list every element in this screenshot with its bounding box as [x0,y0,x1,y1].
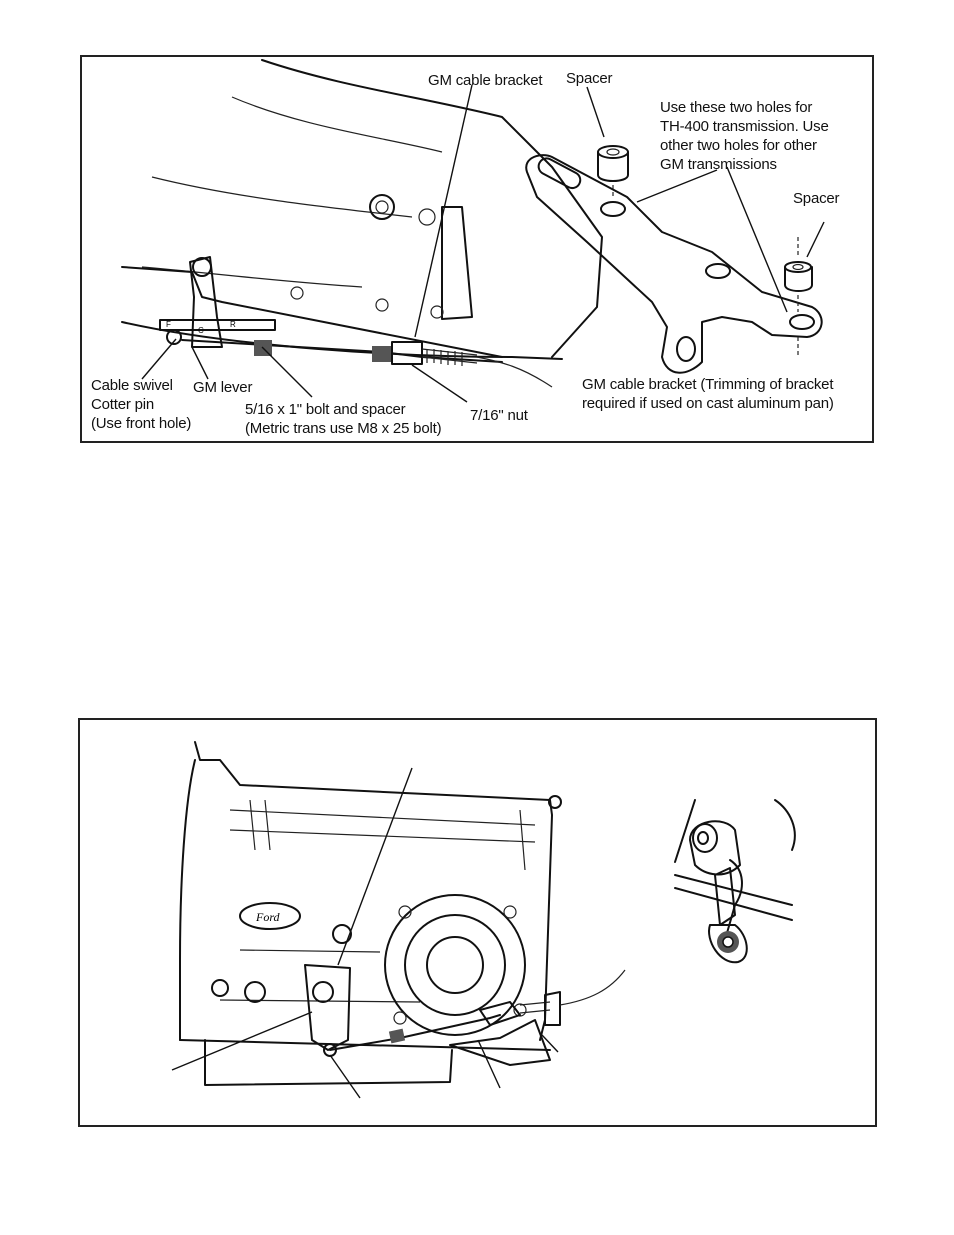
spacer-top-bore [606,148,620,156]
cable-end [559,969,626,1006]
label-gm-cable-bracket: GM cable bracket [428,72,543,89]
callout-top [337,767,413,966]
label-bolt-spacer: 5/16 x 1" bolt and spacer (Metric trans … [245,401,442,437]
callout-right [541,1034,559,1053]
ford-emblem-text: Ford [255,910,281,924]
cable-swivel [166,329,182,345]
spacer-top-rim [597,145,629,159]
bracket-hole-2 [705,263,731,279]
callout-holes-left [636,169,718,203]
housing-plug-inner [375,200,389,214]
callout-gm-lever [191,346,209,380]
cable-end [476,356,553,388]
lever-pivot-nut [192,257,212,277]
label-bracket-trim: GM cable bracket (Trimming of bracket re… [582,376,834,412]
bracket-hole-3 [789,314,815,330]
pan-bolt-1 [290,286,304,300]
pan-bolt-2 [375,298,389,312]
gm-transmission-drawing: F C R [121,59,825,403]
output-shaft [426,936,484,994]
inset-stud-face [692,823,718,853]
gm-lever-shape [189,256,223,348]
output-housing [384,894,526,1036]
housing-boss [441,206,473,320]
side-bolt [244,981,266,1003]
output-bolt-4 [393,1011,407,1025]
callout-gm-cable-bracket [414,84,473,338]
callout-bolt-spacer [261,346,313,398]
output-seal [404,914,506,1016]
housing-bolt [418,208,436,226]
cable-nut [544,991,561,1026]
housing-plug [369,194,395,220]
housing-top-edge [194,741,553,1041]
housing-contours [141,96,443,288]
pan-outline [204,1039,453,1086]
label-spacer-top: Spacer [566,70,613,87]
lever-letter-f: F [166,320,171,329]
shift-lever [304,964,351,1051]
spacer-right-body [784,266,813,292]
label-nut: 7/16" nut [470,407,528,424]
cable-bracket-clip [479,1001,521,1026]
spacer-right-rim [784,261,812,273]
housing-ribs [219,809,536,1003]
callout-nut [411,364,468,403]
lever-arm [159,319,276,331]
callout-cable-swivel [141,338,177,380]
label-holes-note: Use these two holes for TH-400 transmiss… [660,99,829,173]
housing-fins [249,799,526,871]
label-cable-swivel: Cable swivel Cotter pin (Use front hole) [91,377,192,432]
side-bolt-2 [211,979,229,997]
cable-bracket-end [391,341,423,365]
callout-bottom-right [477,1039,501,1089]
lever-pivot-nut [312,981,334,1003]
ford-emblem [239,902,301,930]
cable-thread [421,348,478,366]
pan-bolt-3 [430,305,444,319]
callout-spacer-top [586,86,605,138]
callout-bottom-left [329,1054,361,1099]
label-spacer-right: Spacer [793,190,840,207]
label-gm-lever: GM lever [193,379,253,396]
housing-outline [261,59,603,358]
shift-cable [329,1014,501,1051]
lever-pivot-boss [332,924,352,944]
cable-bracket [449,1019,551,1066]
inset-edge-right [774,799,796,851]
spacer-top-body [597,151,629,182]
spacer-right-bore [792,263,804,271]
lever-letter-c: C [198,326,204,335]
figure-gm-bracket: F C R GM cable bracket [80,55,874,443]
bracket-hole-1 [600,201,626,217]
ford-transmission-drawing: Ford [171,741,796,1099]
output-bolt-1 [398,905,412,919]
cable-ferrule [388,1028,406,1044]
inset-tab [714,867,736,926]
pan-top-edge [121,266,503,358]
bracket-outline [525,154,823,374]
figure-ford-transmission: Ford [78,718,877,1127]
callout-holes-right [726,166,788,313]
inset-eyelet [708,924,748,964]
callout-spacer-right [806,221,825,258]
callout-left [171,1011,313,1071]
lever-letter-r: R [230,320,236,329]
top-bolt [548,795,562,809]
housing-left-edge [179,759,196,1041]
output-bolt-2 [503,905,517,919]
inset-eyelet-hole [722,936,734,948]
inset-washer-arm [724,859,743,941]
inset-stud-bore [697,831,709,845]
bracket-hole-4 [676,336,696,362]
assembly-centerlines [612,185,799,357]
cable-ferrule-2 [372,346,392,362]
bracket-slot [537,157,582,190]
inset-edge-left [674,799,696,863]
